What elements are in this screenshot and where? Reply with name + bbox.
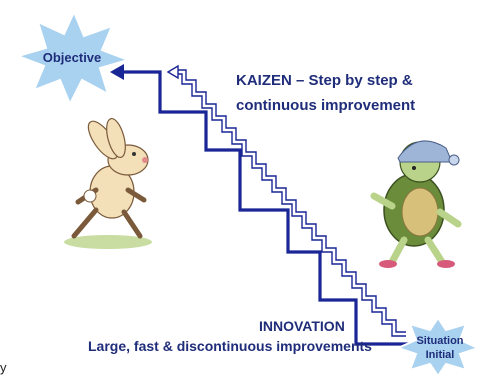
innovation-arrow bbox=[110, 64, 124, 80]
kaizen-arrow bbox=[166, 64, 179, 80]
stray-character: y bbox=[0, 360, 7, 375]
kaizen-subtitle: continuous improvement bbox=[236, 97, 416, 114]
turtle-icon bbox=[370, 140, 462, 268]
objective-label: Objective bbox=[43, 50, 102, 65]
kaizen-staircase bbox=[176, 69, 406, 337]
innovation-subtitle: Large, fast & discontinuous improvements bbox=[88, 338, 372, 354]
innovation-title: INNOVATION bbox=[259, 318, 345, 334]
kaizen-title: KAIZEN – Step by step & bbox=[236, 72, 413, 89]
situation-star-icon bbox=[395, 316, 481, 376]
innovation-staircase bbox=[120, 70, 410, 346]
rabbit-icon bbox=[64, 117, 152, 249]
situation-label-line1: Situation bbox=[416, 335, 463, 347]
situation-label-line2: Initial bbox=[426, 349, 455, 361]
objective-star-icon bbox=[14, 9, 132, 107]
